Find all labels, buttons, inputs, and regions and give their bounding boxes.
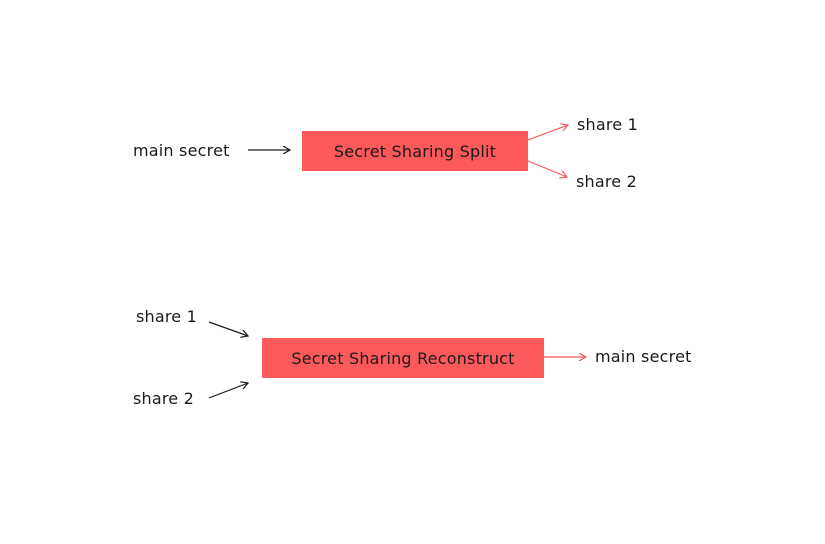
reconstruct-input-arrow-1 — [208, 321, 248, 336]
reconstruct-box-label: Secret Sharing Reconstruct — [291, 348, 515, 368]
reconstruct-input-arrow-2 — [208, 383, 248, 399]
split-output-arrow-1 — [527, 125, 568, 141]
split-output-share-1: share 1 — [577, 115, 639, 134]
split-input-label: main secret — [133, 141, 230, 160]
reconstruct-input-share-2: share 2 — [133, 389, 195, 408]
secret-sharing-split-box: Secret Sharing Split — [302, 131, 528, 171]
reconstruct-input-share-1: share 1 — [136, 307, 198, 326]
reconstruct-output-label: main secret — [595, 347, 692, 366]
split-box-label: Secret Sharing Split — [333, 141, 497, 161]
split-output-arrow-2 — [527, 160, 567, 177]
secret-sharing-reconstruct-box: Secret Sharing Reconstruct — [262, 338, 544, 378]
split-output-share-2: share 2 — [576, 172, 638, 191]
